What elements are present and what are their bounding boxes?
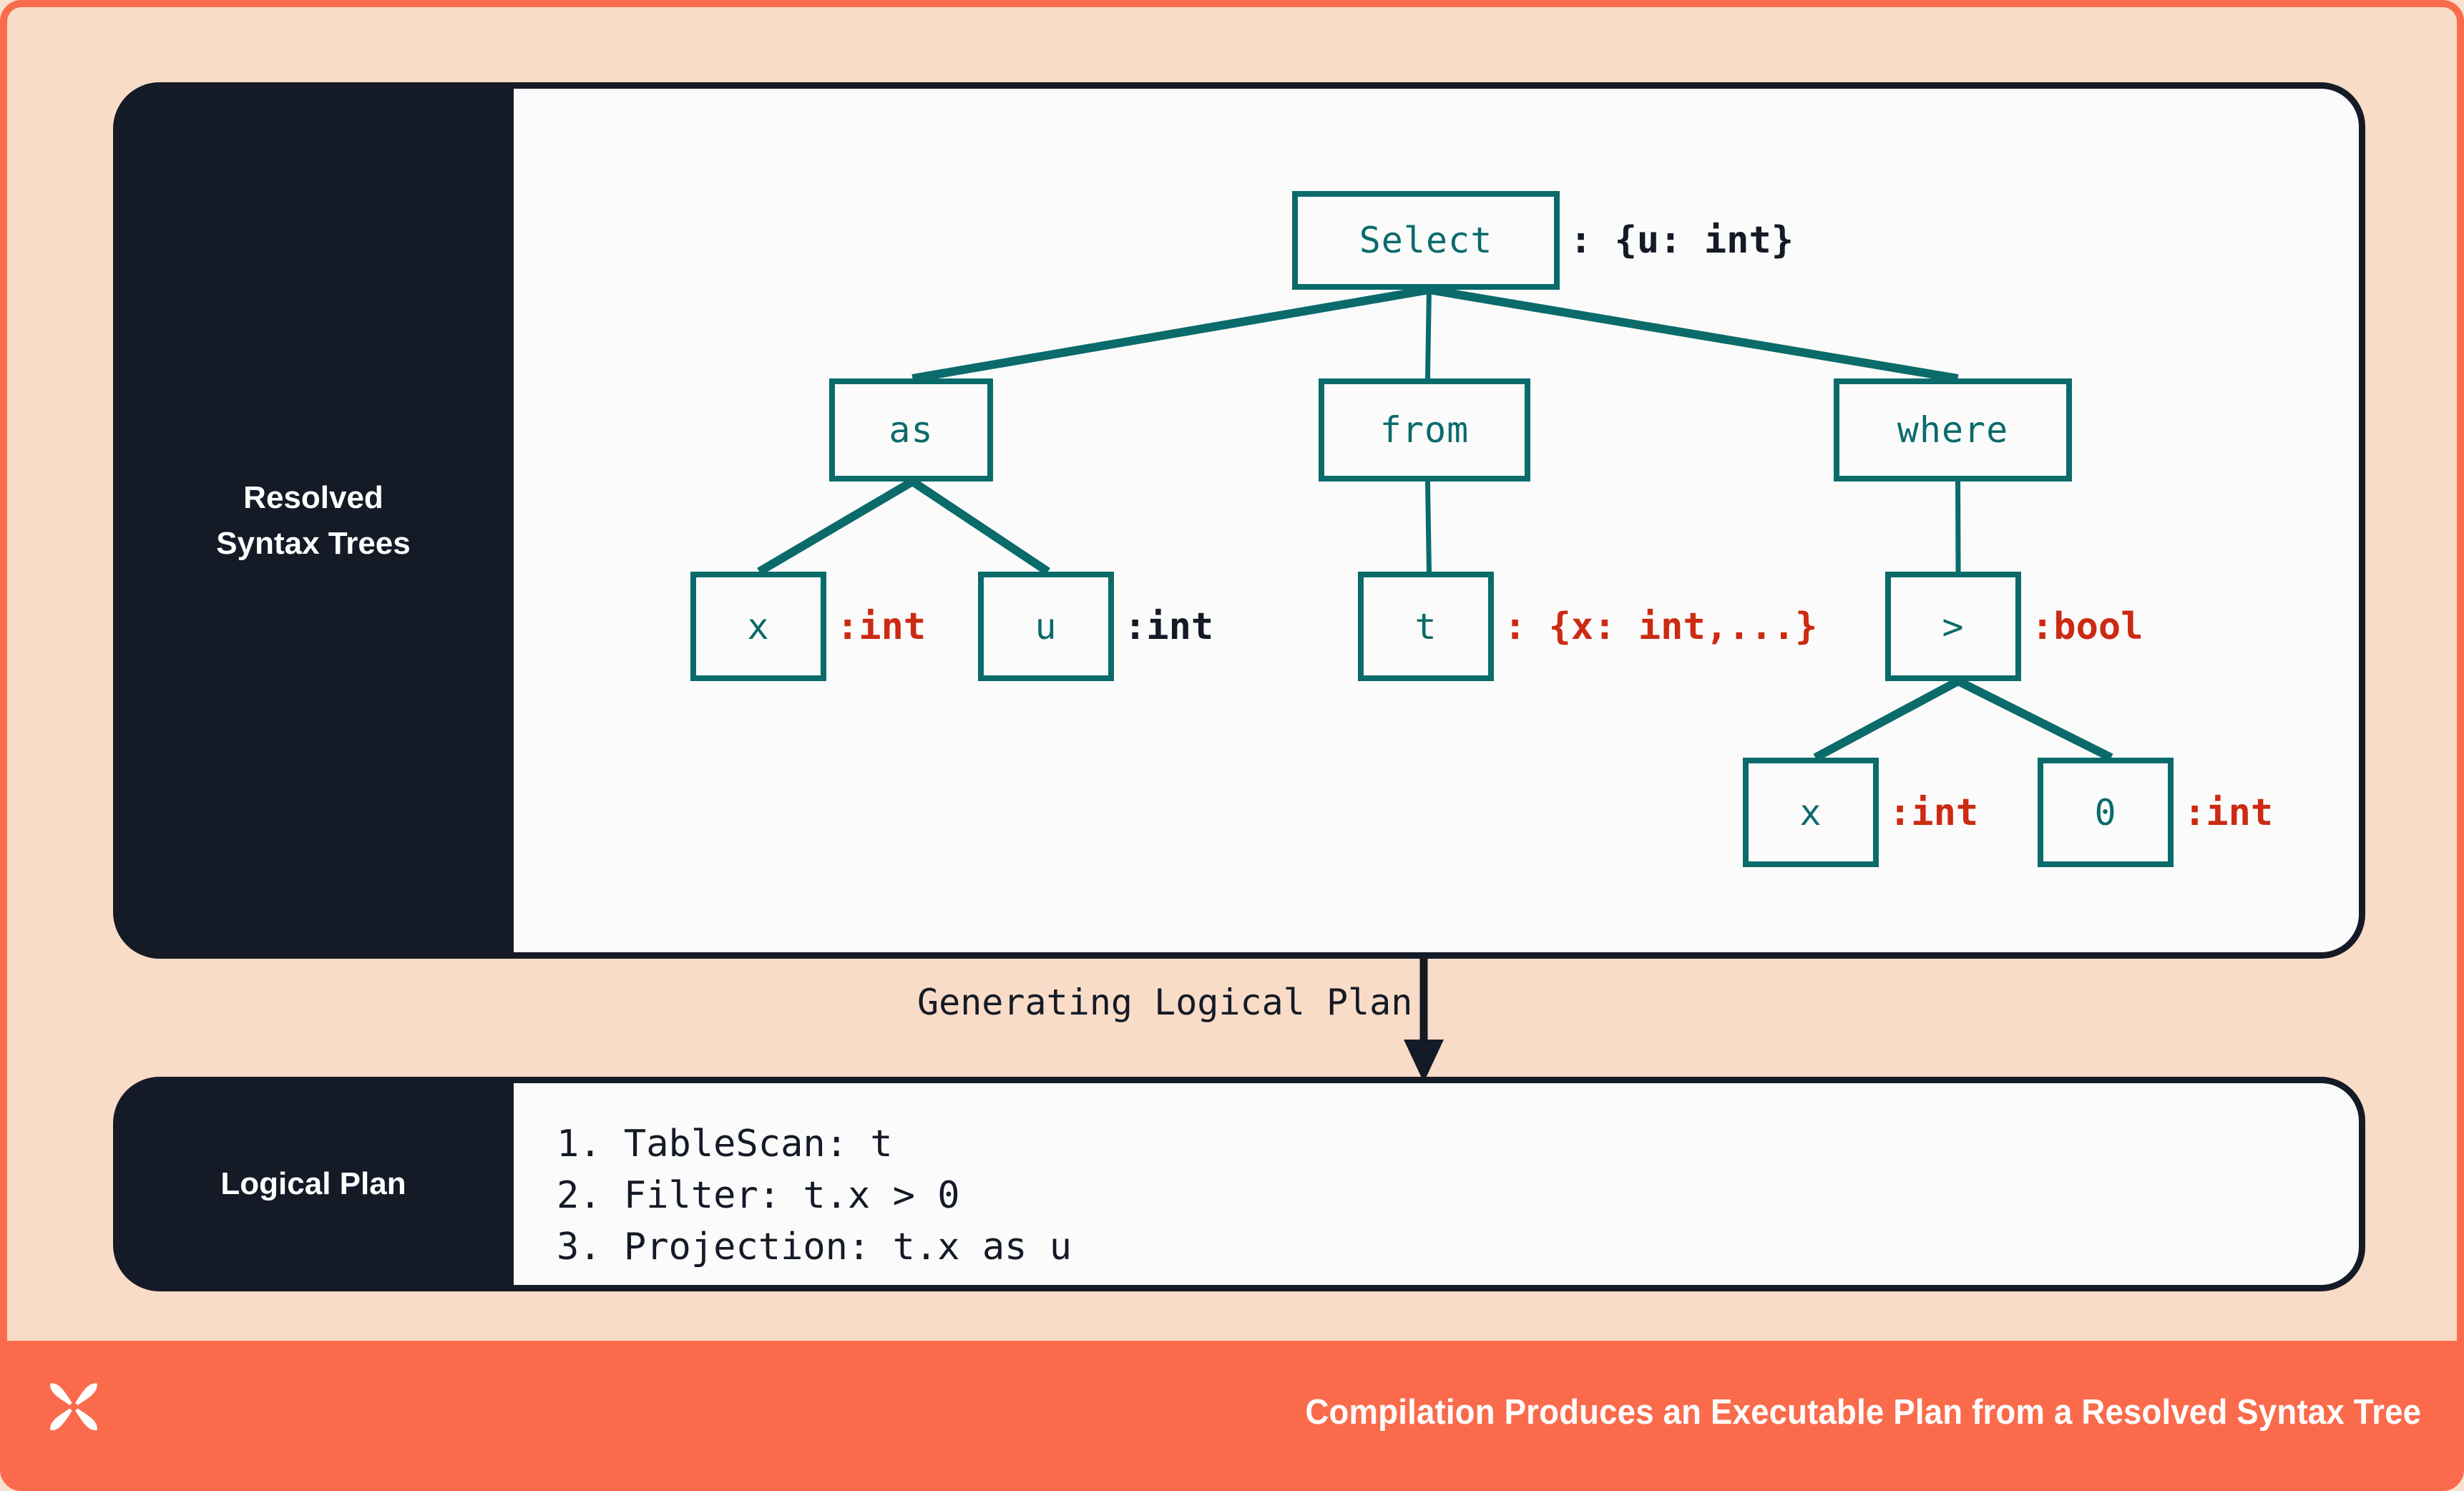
tree-node-label: x bbox=[747, 605, 770, 647]
tree-node-from: from bbox=[1319, 378, 1530, 481]
footer-bar: Compilation Produces an Executable Plan … bbox=[7, 1341, 2457, 1484]
connector-label: Generating Logical Plan bbox=[917, 982, 1413, 1023]
type-annotation-as-x: :int bbox=[836, 605, 927, 648]
tree-node-as: as bbox=[829, 378, 993, 481]
tree-node-label: 0 bbox=[2094, 791, 2117, 834]
tree-edge-as-as-u bbox=[910, 478, 1050, 575]
tree-node-label: t bbox=[1414, 605, 1437, 647]
rst-label-line-2: Syntax Trees bbox=[216, 525, 411, 561]
tree-edge-gt-gt-0 bbox=[1956, 677, 2113, 762]
x-star-logo-icon bbox=[50, 1383, 97, 1431]
tree-node-gt: > bbox=[1885, 572, 2021, 681]
tree-edge-gt-gt-x bbox=[1813, 677, 1960, 762]
tree-node-label: u bbox=[1035, 605, 1057, 647]
tree-node-select: Select bbox=[1292, 191, 1560, 290]
logical-plan-steps: 1. TableScan: t 2. Filter: t.x > 0 3. Pr… bbox=[557, 1123, 1072, 1268]
type-annotation-gt-x: :int bbox=[1889, 791, 1979, 834]
tree-node-label: from bbox=[1379, 409, 1470, 451]
tree-node-gt-x: x bbox=[1743, 758, 1879, 867]
logical-plan-panel: Logical Plan 1. TableScan: t 2. Filter: … bbox=[113, 1077, 2365, 1291]
tree-node-label: where bbox=[1897, 409, 2009, 451]
tree-node-label: x bbox=[1799, 791, 1822, 834]
tree-node-from-t: t bbox=[1358, 572, 1494, 681]
tree-node-label: > bbox=[1942, 605, 1965, 647]
syntax-tree-canvas: Select : {u: int} as from where x :int u :int t : … bbox=[514, 82, 2365, 959]
tree-edge-where-gt bbox=[1955, 481, 1961, 572]
tree-edge-select-from bbox=[1424, 289, 1432, 379]
tree-edge-as-as-x bbox=[757, 477, 915, 576]
type-annotation-gt-0: :int bbox=[2184, 791, 2274, 834]
tree-node-as-u: u bbox=[978, 572, 1114, 681]
tree-edge-select-as bbox=[911, 285, 1430, 383]
type-annotation-as-u: :int bbox=[1124, 605, 1214, 648]
logical-plan-body: 1. TableScan: t 2. Filter: t.x > 0 3. Pr… bbox=[514, 1077, 2365, 1291]
tree-node-label: Select bbox=[1359, 220, 1493, 261]
type-annotation-gt: :bool bbox=[2031, 605, 2143, 648]
tree-node-gt-0: 0 bbox=[2038, 758, 2174, 867]
type-annotation-select: : {u: int} bbox=[1570, 219, 1794, 262]
logical-plan-label: Logical Plan bbox=[113, 1077, 514, 1291]
tree-edge-select-where bbox=[1428, 285, 1959, 383]
tree-node-label: as bbox=[889, 409, 934, 451]
down-arrow-icon bbox=[1404, 955, 1444, 1082]
tree-node-as-x: x bbox=[690, 572, 826, 681]
resolved-syntax-trees-label: Resolved Syntax Trees bbox=[113, 82, 514, 959]
footer-caption: Compilation Produces an Executable Plan … bbox=[1305, 1393, 2421, 1432]
type-annotation-from-t: : {x: int,...} bbox=[1504, 605, 1818, 648]
tree-node-where: where bbox=[1834, 378, 2072, 481]
tree-edge-from-from-t bbox=[1424, 481, 1432, 572]
tree-edges bbox=[757, 285, 2113, 762]
rst-label-line-1: Resolved bbox=[243, 479, 383, 515]
resolved-syntax-trees-panel: Resolved Syntax Trees Select : {u: int} as… bbox=[113, 82, 2365, 959]
